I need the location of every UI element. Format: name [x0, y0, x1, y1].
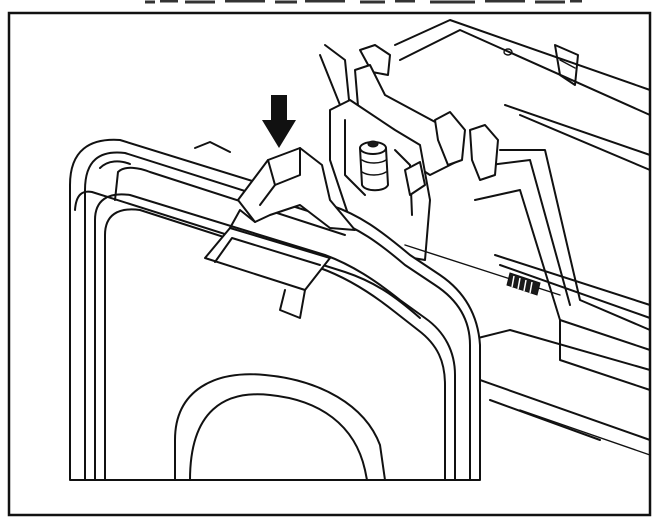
cable [404, 244, 561, 296]
bolt-fastener [359, 140, 389, 192]
latch-clip [204, 147, 356, 319]
air-cleaner-cover [69, 138, 481, 481]
cropped-caption-fragment [140, 0, 590, 6]
engine-housing [319, 19, 651, 456]
arrow-down-icon [262, 95, 296, 148]
